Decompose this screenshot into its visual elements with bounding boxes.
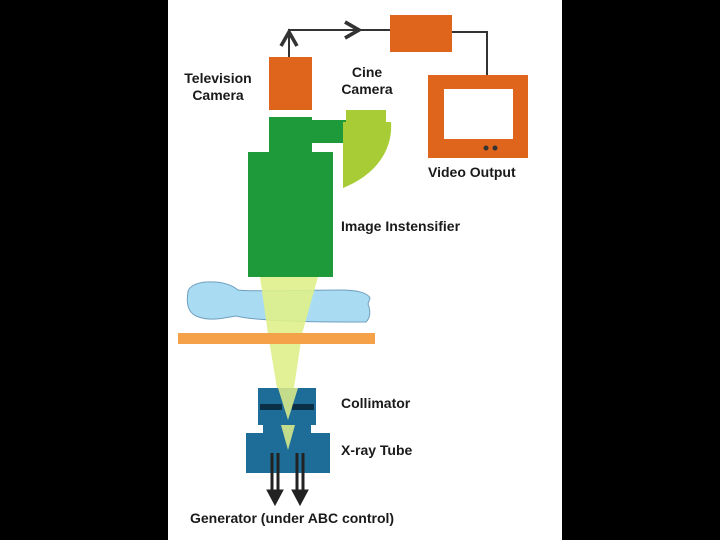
signal-wire [279, 20, 488, 75]
xray-tube [246, 425, 330, 473]
video-output-monitor [428, 75, 528, 158]
cine-camera-label-line1: Cine [351, 64, 383, 80]
collimator-label: Collimator [341, 395, 411, 411]
patient-table [178, 333, 375, 344]
television-camera-label-line2: Camera [192, 87, 244, 103]
cine-camera-label-line2: Camera [341, 81, 393, 97]
television-camera-label: Television Camera [172, 70, 264, 104]
television-camera-label-line1: Television [184, 70, 252, 86]
generator-arrows [266, 453, 309, 507]
video-processor-box [390, 15, 452, 52]
image-intensifier [248, 117, 347, 277]
collimator [258, 388, 316, 425]
xray-tube-label: X-ray Tube [341, 442, 413, 458]
xray-beam [260, 277, 318, 442]
image-intensifier-label: Image Instensifier [341, 218, 461, 234]
television-camera-box [269, 57, 312, 110]
cine-camera [343, 110, 392, 188]
video-output-label: Video Output [428, 164, 516, 180]
generator-label: Generator (under ABC control) [190, 510, 395, 526]
cine-camera-label: Cine Camera [334, 64, 400, 98]
